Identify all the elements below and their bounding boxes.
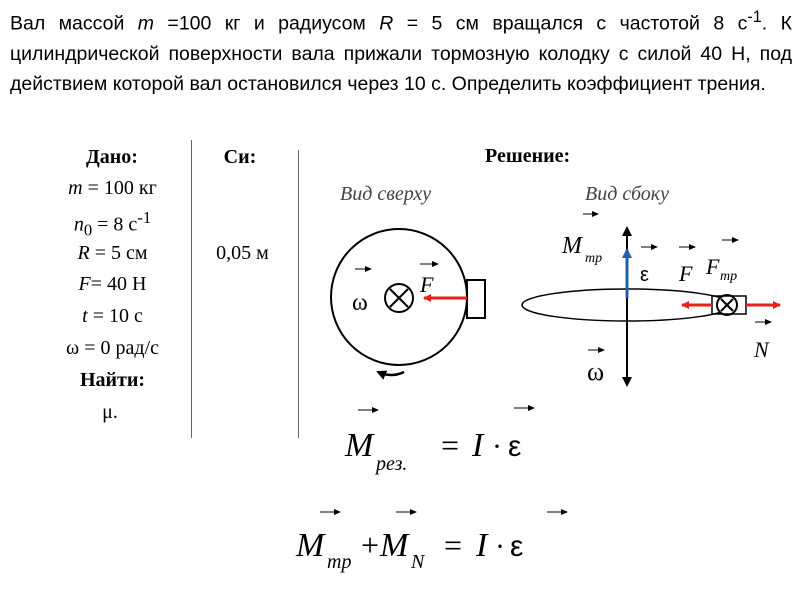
given-value: = 5 см <box>89 242 148 264</box>
omega-label: ω <box>587 357 604 386</box>
given-value: = 0 рад/с <box>79 337 159 359</box>
given-force: F= 40 Н <box>50 273 175 296</box>
eq-normal-moment-subscript: N <box>410 551 426 573</box>
top-view-label: Вид сверху <box>340 183 431 205</box>
normal-force-label: N <box>753 337 770 362</box>
eq-dot: · <box>492 430 502 463</box>
force-label: F <box>419 272 434 297</box>
eq-epsilon: ε <box>508 430 521 463</box>
side-view-label: Вид сбоку <box>585 183 669 205</box>
radius-symbol: R <box>379 12 394 35</box>
friction-force-label: F <box>705 254 720 279</box>
equation-2: M тр + M N = I · ε <box>295 509 568 573</box>
eq-equals: = <box>444 527 462 563</box>
divider-line <box>191 140 192 438</box>
given-symbol: n <box>73 213 84 236</box>
friction-moment-label: M <box>561 233 584 259</box>
eq-friction-moment-subscript: тр <box>327 551 351 573</box>
given-time: t = 10 с <box>50 305 175 328</box>
problem-text: Вал массой <box>10 12 138 35</box>
given-symbol: F <box>78 273 91 295</box>
axis-cross-icon <box>720 298 734 312</box>
problem-text: = 5 см вращался с частотой 8 с <box>393 12 748 35</box>
eq-normal-moment-symbol: M <box>379 527 410 564</box>
eq-inertia-symbol: I <box>471 427 485 464</box>
rotation-arrow-icon <box>376 370 405 380</box>
eq-equals: = <box>441 427 459 463</box>
given-subscript: 0 <box>83 220 93 240</box>
given-omega: ω = 0 рад/с <box>40 337 185 360</box>
frequency-exponent: -1 <box>747 8 762 26</box>
axis-cross-icon <box>384 283 414 313</box>
divider-line <box>298 150 299 438</box>
find-value: μ. <box>102 401 118 423</box>
si-header: Си: <box>223 146 257 168</box>
solution-header: Решение: <box>485 145 570 167</box>
given-header: Дано: <box>86 146 138 168</box>
force-label: F <box>678 261 693 286</box>
si-value: 0,05 м <box>216 242 269 264</box>
given-frequency: n0 = 8 с-1 <box>50 208 175 241</box>
eq-friction-moment-symbol: M <box>295 527 326 564</box>
problem-text: =100 кг и радиусом <box>154 12 380 35</box>
given-mass: m = 100 кг <box>50 177 175 200</box>
friction-force-subscript: тр <box>720 269 737 284</box>
given-radius: R = 5 см <box>50 242 175 265</box>
axis-cross-icon <box>389 288 409 308</box>
eq-inertia-symbol: I <box>475 527 489 564</box>
given-value: = 40 Н <box>90 273 147 295</box>
given-symbol: t <box>82 305 88 327</box>
given-value: = 100 кг <box>82 177 157 199</box>
find-header: Найти: <box>79 369 146 391</box>
eq-moment-symbol: M <box>344 427 375 464</box>
mass-symbol: m <box>137 12 155 35</box>
eq-dot: · <box>495 530 505 563</box>
given-symbol: R <box>77 242 90 264</box>
top-view-diagram: F ω <box>330 228 486 380</box>
eq-moment-subscript: рез. <box>374 453 407 475</box>
problem-statement: Вал массой m =100 кг и радиусом R = 5 см… <box>10 2 792 99</box>
given-symbol: ω <box>66 337 80 359</box>
eq-epsilon: ε <box>510 530 523 563</box>
given-value: = 8 с <box>92 213 138 236</box>
brake-shoe <box>466 279 486 319</box>
equation-1: M рез. = I · ε <box>344 405 535 475</box>
epsilon-label: ε <box>640 264 649 286</box>
given-value: = 10 с <box>87 305 143 327</box>
eq-plus: + <box>361 527 379 563</box>
given-symbol: m <box>68 177 83 199</box>
omega-label: ω <box>352 290 368 316</box>
problem-text: . К цилиндрической поверхности вала приж… <box>10 12 792 95</box>
given-superscript: -1 <box>137 208 152 227</box>
side-view-diagram: M тр ε F F тр N ω <box>521 211 781 387</box>
friction-moment-subscript: тр <box>585 251 602 266</box>
